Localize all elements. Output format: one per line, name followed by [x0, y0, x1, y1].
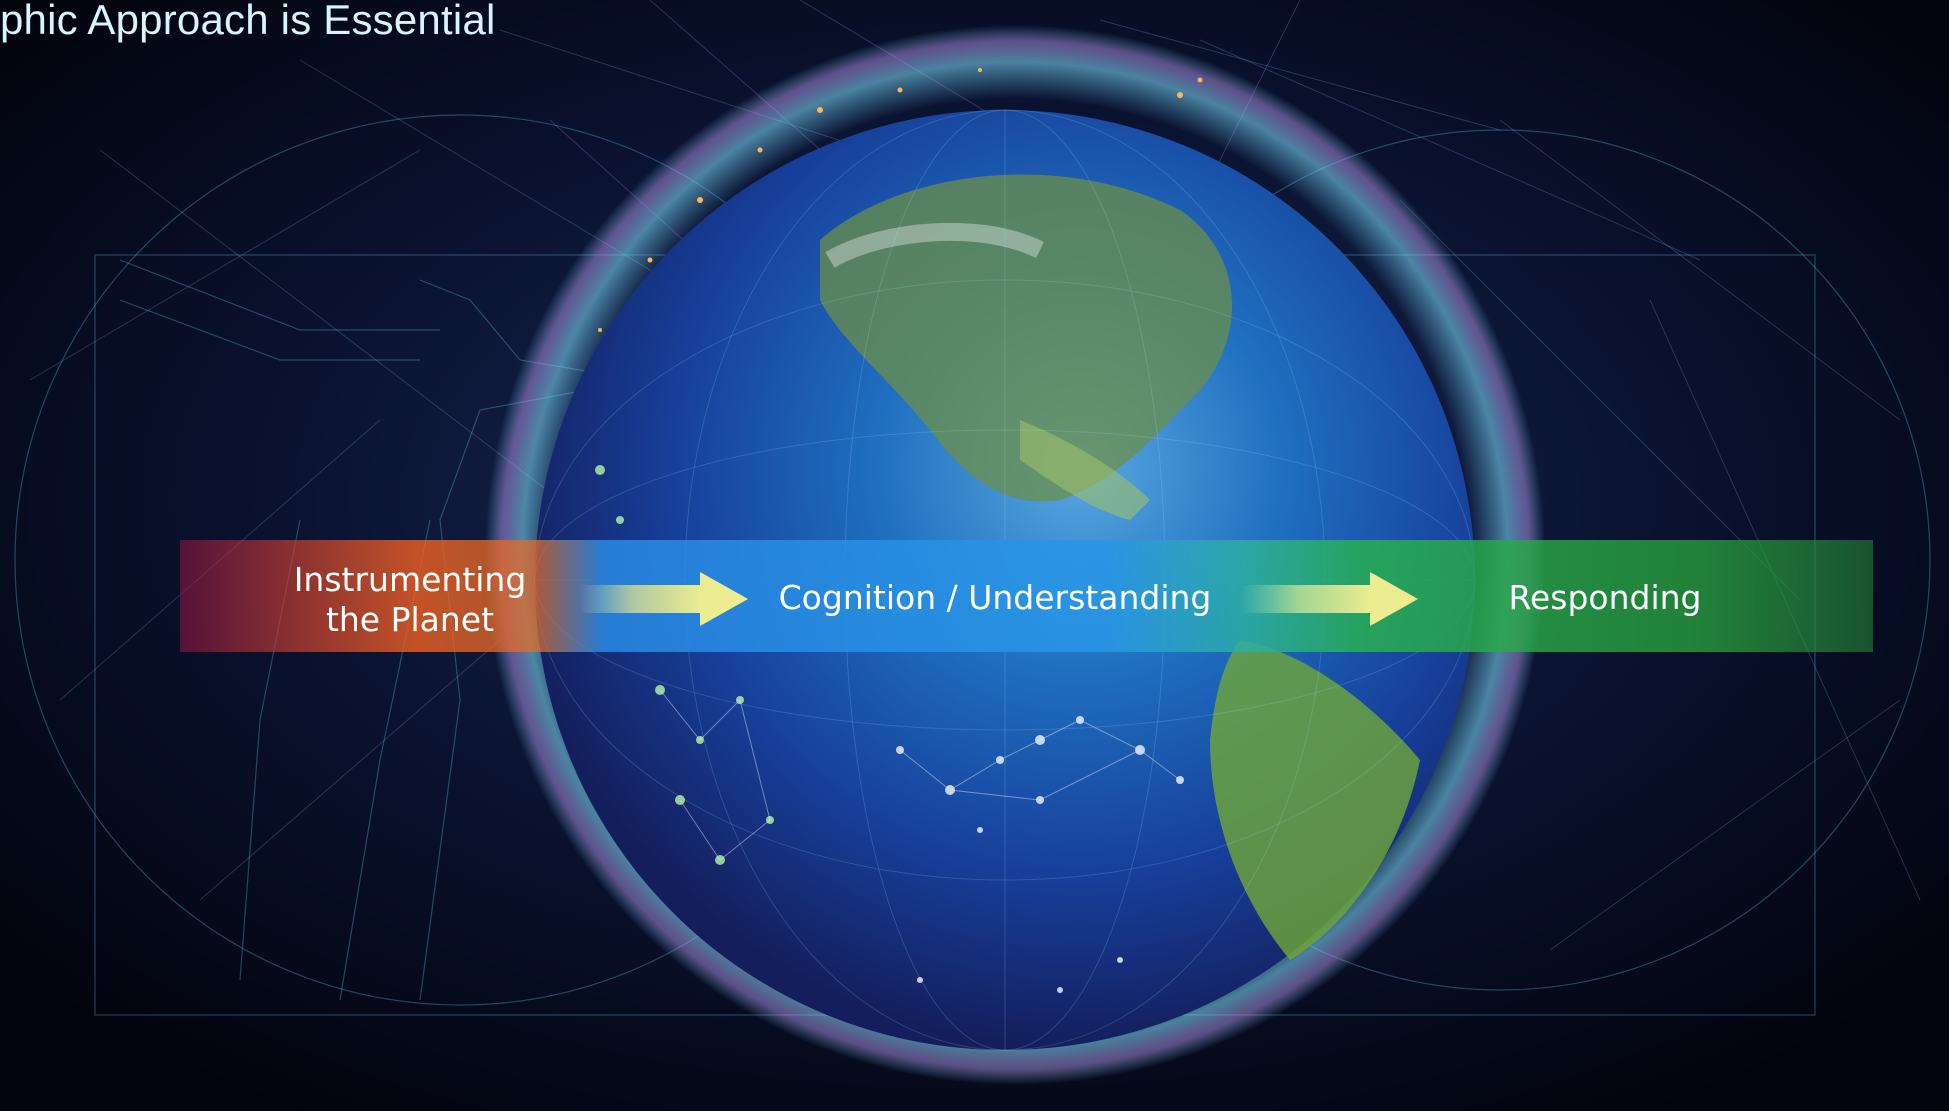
continents	[820, 174, 1420, 960]
constellation-dots	[595, 465, 1184, 993]
step-instrumenting-line1: Instrumenting	[293, 560, 527, 599]
step-responding-label: Responding	[1508, 578, 1702, 617]
city-lights	[598, 68, 1203, 332]
step-cognition-label: Cognition / Understanding	[778, 578, 1212, 617]
step-instrumenting-label: Instrumenting the Planet	[270, 560, 550, 640]
slide-title: phic Approach is Essential	[0, 0, 496, 43]
flow-band	[180, 540, 1873, 652]
step-instrumenting-line2: the Planet	[325, 600, 495, 639]
